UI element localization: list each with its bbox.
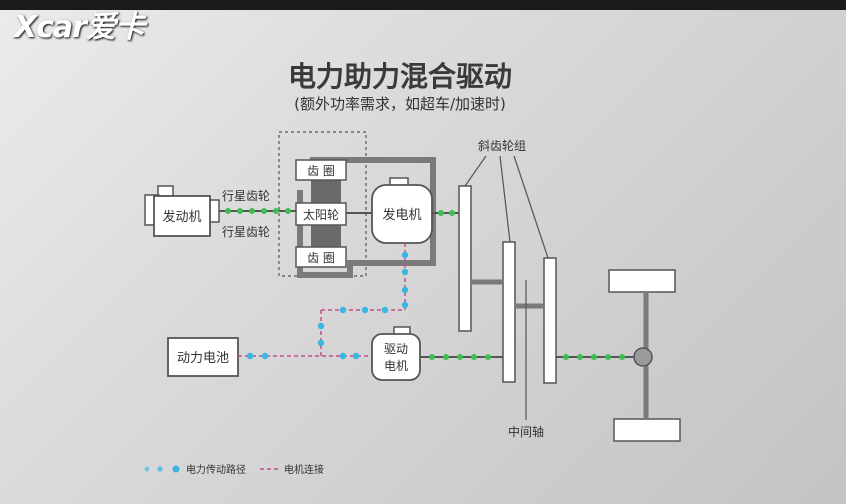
helical-gear-2 <box>502 241 516 383</box>
engine: 发动机 <box>144 185 220 237</box>
battery-power-dots <box>246 352 360 360</box>
drive-motor: 驱动 电机 <box>371 326 421 381</box>
legend: 电力传动路径 电机连接 <box>144 463 324 476</box>
generator: 发电机 <box>371 177 433 244</box>
planetary-gear-label-top: 行星齿轮 <box>222 189 270 203</box>
drive-motor-label-line1: 驱动 <box>384 342 408 356</box>
generator-power-dots <box>317 251 409 347</box>
helical-gear-1 <box>458 185 472 332</box>
helical-gear-pointer-3 <box>513 155 549 259</box>
drive-motor-dots <box>429 354 491 360</box>
helical-gear-pointer-1 <box>464 155 487 187</box>
ring-gear-bottom-label: 齿 圈 <box>307 251 335 265</box>
generator-label: 发电机 <box>382 207 421 223</box>
battery-label: 动力电池 <box>177 351 229 366</box>
engine-label: 发动机 <box>162 209 201 225</box>
xcar-logo: Xcar爱卡 <box>14 10 145 45</box>
helical-gear-3 <box>543 257 557 384</box>
wheel-top <box>608 269 676 293</box>
generator-output-dots <box>438 210 455 216</box>
page-subtitle: (额外功率需求，如超车/加速时) <box>294 95 506 113</box>
hybrid-drive-diagram: 电力助力混合驱动 (额外功率需求，如超车/加速时) 发动机 行星齿轮 行星齿轮 … <box>144 60 681 476</box>
helical-gear-pointer-2 <box>499 155 511 243</box>
sun-gear-label: 太阳轮 <box>303 207 339 222</box>
ring-gear-top: 齿 圈 <box>295 159 347 181</box>
ring-gear-top-label: 齿 圈 <box>307 164 335 178</box>
planetary-gear-enclosure <box>278 131 367 277</box>
planetary-gear-label-bottom: 行星齿轮 <box>222 225 270 239</box>
intermediate-shaft-label: 中间轴 <box>508 424 544 439</box>
slide-background: 电力助力混合驱动 (额外功率需求，如超车/加速时) 发动机 行星齿轮 行星齿轮 … <box>0 10 846 504</box>
ring-gear-bottom: 齿 圈 <box>295 246 347 268</box>
helical-gear-label: 斜齿轮组 <box>478 139 526 153</box>
generator-housing-frame <box>297 157 436 278</box>
final-drive-dots <box>563 354 625 360</box>
power-battery: 动力电池 <box>167 337 239 377</box>
drive-motor-label-line2: 电机 <box>384 359 408 373</box>
legend-power-path: 电力传动路径 <box>186 463 246 476</box>
wheel-bottom <box>613 418 681 442</box>
axle-assembly <box>608 269 681 442</box>
differential <box>633 347 653 367</box>
sun-gear: 太阳轮 <box>295 202 347 226</box>
page-title: 电力助力混合驱动 <box>288 60 512 93</box>
engine-shaft-dots <box>225 208 291 214</box>
legend-motor-connection: 电机连接 <box>284 463 324 476</box>
